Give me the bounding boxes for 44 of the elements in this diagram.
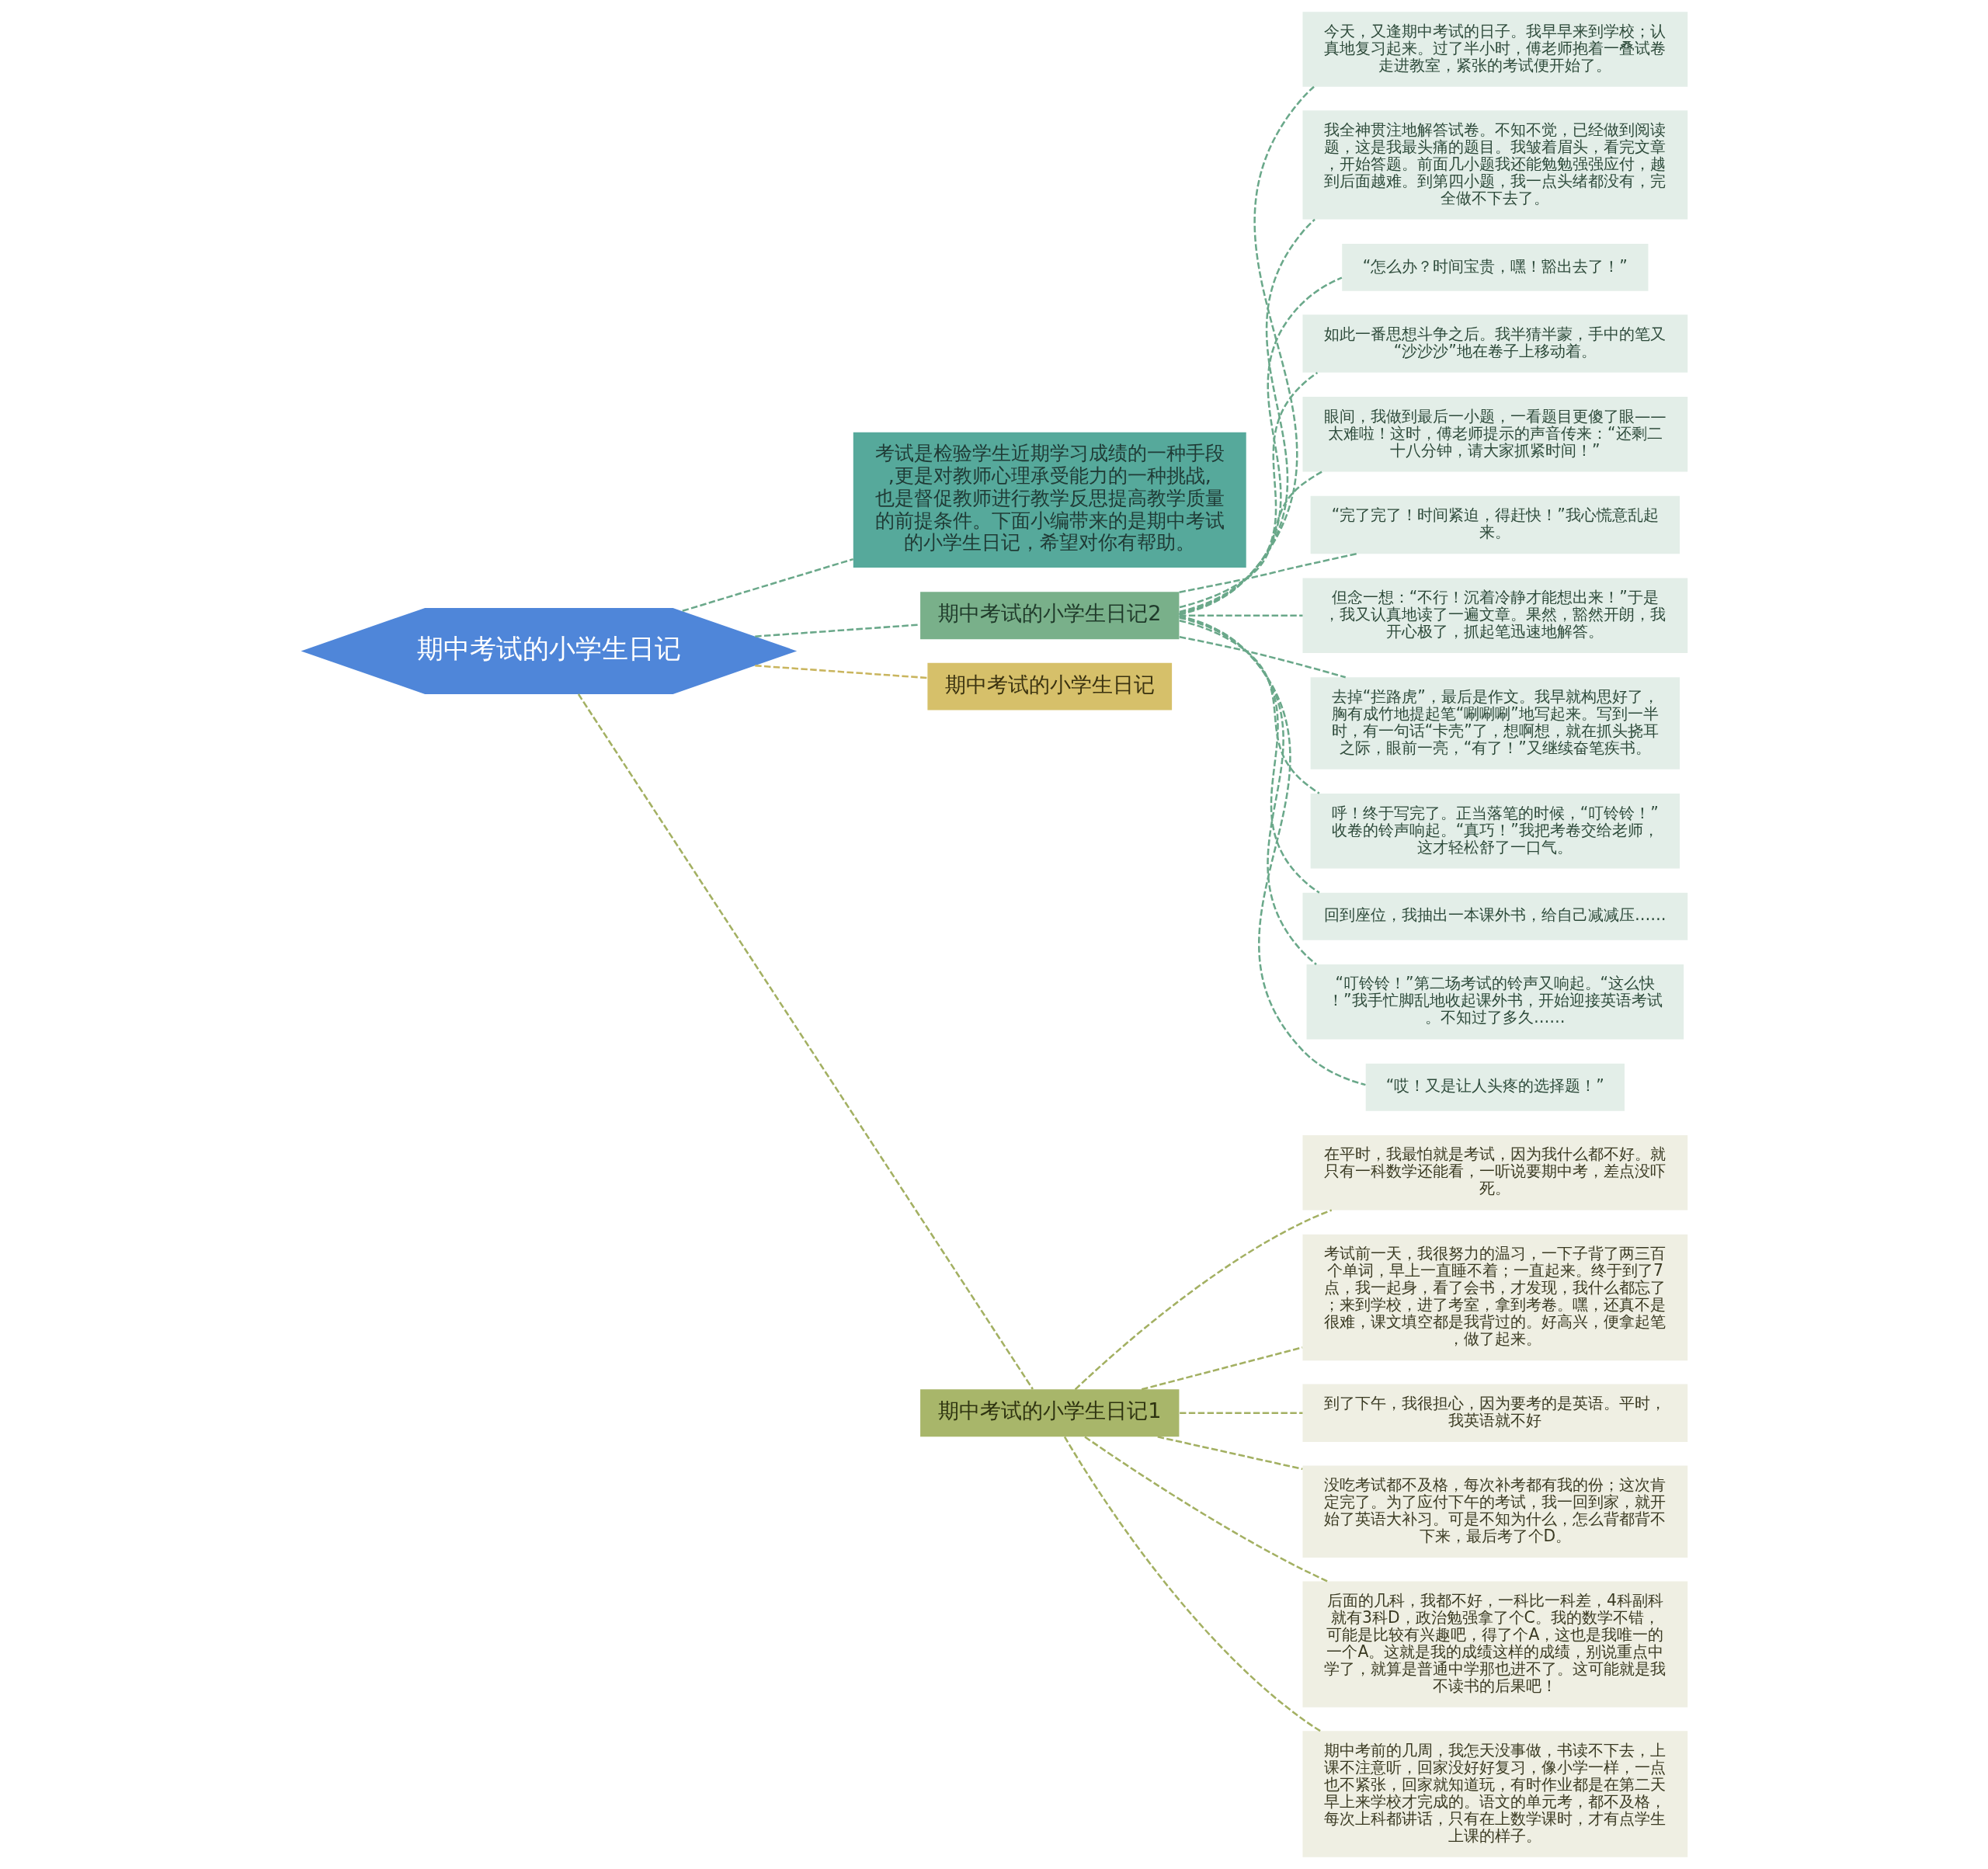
connector [1178,614,1366,1086]
connector [1179,636,1346,679]
connector [1178,615,1317,965]
connector [1179,276,1342,614]
node-box: 没吃考试都不及格，每次补考都有我的份；这次肯定完了。为了应付下午的考试，我一回到家，就开始了英语大补习。可是不知为什么，怎么背都背不下来，最后考了个D。 [1302,1465,1687,1558]
node-box: 回到座位，我抽出一本课外书，给自己减减压…… [1302,892,1687,940]
node-box: 如此一番思想斗争之后。我半猜半蒙，手中的笔又“沙沙沙”地在卷子上移动着。 [1302,314,1687,373]
node-box: 后面的几科，我都不好，一科比一科差，4科副科就有3科D，政治勉强拿了个C。我的数学不错，可能是比较有兴趣吧，得了个A，这也是我唯一的一个A。这就是我的成绩这样的成绩，别说重点中学了，就算是普通中学那也进不了。这可能就是我不读书的后果吧！ [1302,1581,1687,1707]
connector [1083,1436,1328,1582]
connector [1156,1436,1302,1471]
node-box: “哎！又是让人头疼的选择题！” [1365,1063,1625,1111]
node-box: 在平时，我最怕就是考试，因为我什么都不好。就只有一科数学还能看，一听说要期中考，差点没吓死。 [1302,1134,1687,1211]
connector [1179,617,1320,894]
node-box: 期中考试的小学生日记 [926,662,1172,710]
connector [754,624,920,637]
connector [1178,553,1357,593]
node-box: 我全神贯注地解答试卷。不知不觉，已经做到阅读题，这是我最头痛的题目。我皱着眉头，看完文章，开始答题。前面几小题我还能勉勉强强应付，越到后面越难。到第四小题，我一点头绪都没有，完全做不下去了。 [1302,110,1687,220]
connector [1179,1412,1302,1415]
connector [1179,371,1318,613]
node-box: 期中考试的小学生日记2 [919,592,1179,640]
connector [1063,1436,1321,1732]
node-box: 眼间，我做到最后一小题，一看题目更傻了眼——太难啦！这时，傅老师提示的声音传来：“还剩二十八分钟，请大家抓紧时间！” [1302,397,1687,472]
node-box: 去掉“拦路虎”，最后是作文。我早就构思好了，胸有成竹地提起笔“唰唰唰”地写起来。写到一半时，有一句话“卡壳”了，想啊想，就在抓头挠耳之际，眼前一亮，“有了！”又继续奋笔疾书。 [1310,677,1680,769]
node-box: 到了下午，我很担心，因为要考的是英语。平时，我英语就不好 [1302,1384,1687,1443]
connector [577,693,1034,1390]
connector [754,664,927,679]
connector [1179,614,1302,617]
connector [681,558,853,612]
connector [1179,471,1322,609]
connector [1141,1346,1302,1391]
node-box: 呼！终于写完了。正当落笔的时候，“叮铃铃！”收卷的铃声响起。“真巧！”我把考卷交给老师，这才轻松舒了一口气。 [1310,794,1680,869]
connector [1178,218,1315,615]
node-box: “怎么办？时间宝贵，嘿！豁出去了！” [1341,243,1648,291]
connector [1179,619,1320,794]
node-box: 考试是检验学生近期学习成绩的一种手段,更是对教师心理承受能力的一种挑战,也是督促教师进行教学反思提高教学质量的前提条件。下面小编带来的是期中考试的小学生日记，希望对你有帮助。 [853,432,1246,568]
connector [1178,85,1315,616]
node-box: “叮铃铃！”第二场考试的铃声又响起。“这么快！”我手忙脚乱地收起课外书，开始迎接英语考试。不知过了多久…… [1306,964,1684,1040]
node-box: “完了完了！时间紧迫，得赶快！”我心慌意乱起来。 [1310,495,1680,554]
node-box: 今天，又逢期中考试的日子。我早早来到学校；认真地复习起来。过了半小时，傅老师抱着一叠试卷走进教室，紧张的考试便开始了。 [1302,12,1687,87]
node-box: 期中考前的几周，我怎天没事做，书读不下去，上课不注意听，回家没好好复习，像小学一样，一点也不紧张，回家就知道玩，有时作业都是在第二天早上来学校才完成的。语文的单元考，都不及格，每次上科都讲话，只有在上数学课时，才有点学生上课的样子。 [1302,1731,1687,1857]
node-box: 但念一想：“不行！沉着冷静才能想出来！”于是，我又认真地读了一遍文章。果然，豁然开朗，我开心极了，抓起笔迅速地解答。 [1302,578,1687,653]
node-box: 期中考试的小学生日记1 [919,1389,1179,1437]
connector [1074,1209,1332,1391]
node-box: 考试前一天，我很努力的温习，一下子背了两三百个单词，早上一直睡不着；一直起来。终于到了7点，我一起身，看了会书，才发现，我什么都忘了；来到学校，进了考室，拿到考卷。嘿，还真不是很难，课文填空都是我背过的。好高兴，便拿起笔，做了起来。 [1302,1234,1687,1361]
